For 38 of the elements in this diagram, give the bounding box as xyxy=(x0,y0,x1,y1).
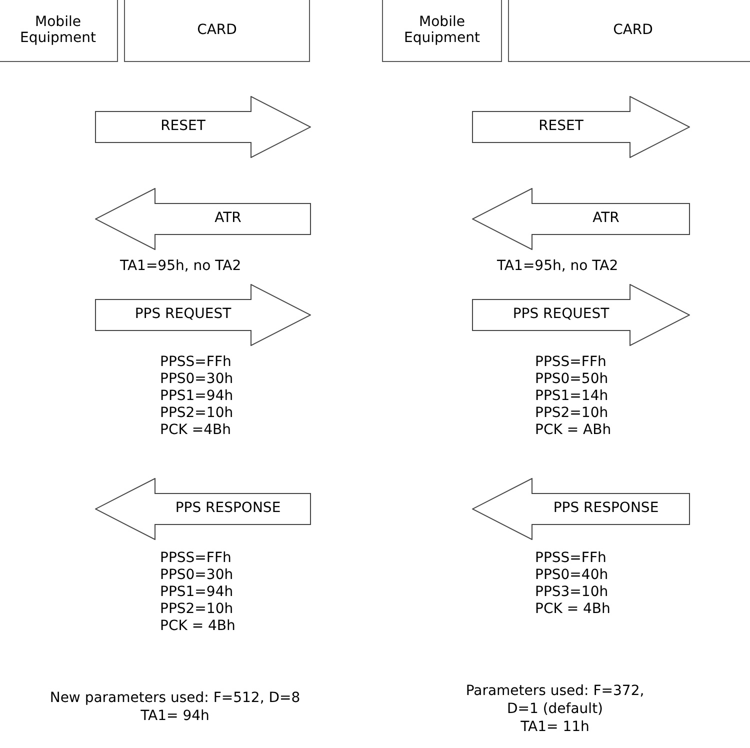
parameter-text: PPSS=FFh xyxy=(535,550,606,566)
parameter-text: PPS0=50h xyxy=(535,371,608,387)
right-pointing-message-banner: PPS REQUEST xyxy=(95,284,311,346)
left-pointing-message-banner: ATR xyxy=(95,188,311,250)
note-text: TA1= 94h xyxy=(140,708,210,724)
parameter-text: TA1=95h, no TA2 xyxy=(120,258,242,274)
note-text: New parameters used: F=512, D=8 xyxy=(48,690,302,706)
parameter-text: PPS2=10h xyxy=(160,405,234,421)
entity-box: Mobile Equipment xyxy=(0,0,118,62)
parameter-text: PPS1=14h xyxy=(535,388,608,404)
parameter-text: PCK =4Bh xyxy=(160,422,231,438)
parameter-text: PPSS=FFh xyxy=(160,550,232,566)
parameter-text: PPSS=FFh xyxy=(160,354,232,370)
parameter-text: PPS0=30h xyxy=(160,371,234,387)
parameter-text: TA1=95h, no TA2 xyxy=(497,258,618,274)
parameter-text: PPS2=10h xyxy=(160,601,234,617)
note-text: Parameters used: F=372, xyxy=(464,683,646,699)
right-pointing-message-banner: RESET xyxy=(472,96,690,158)
right-pointing-message-banner: PPS REQUEST xyxy=(472,284,690,346)
parameter-text: PCK = 4Bh xyxy=(160,618,236,634)
parameter-text: PCK = ABh xyxy=(535,422,612,438)
left-pointing-message-banner: PPS RESPONSE xyxy=(472,478,690,540)
entity-box: CARD xyxy=(508,0,750,62)
note-text: D=1 (default) xyxy=(506,701,604,717)
parameter-text: PCK = 4Bh xyxy=(535,601,610,617)
entity-box: Mobile Equipment xyxy=(382,0,502,62)
parameter-text: PPS1=94h xyxy=(160,388,234,404)
parameter-text: PPSS=FFh xyxy=(535,354,606,370)
entity-box: CARD xyxy=(124,0,310,62)
right-pointing-message-banner: RESET xyxy=(95,96,311,158)
note-text: TA1= 11h xyxy=(520,719,590,735)
parameter-text: PPS0=30h xyxy=(160,567,234,583)
parameter-text: PPS3=10h xyxy=(535,584,608,600)
parameter-text: PPS0=40h xyxy=(535,567,608,583)
left-pointing-message-banner: PPS RESPONSE xyxy=(95,478,311,540)
parameter-text: PPS2=10h xyxy=(535,405,608,421)
left-pointing-message-banner: ATR xyxy=(472,188,690,250)
parameter-text: PPS1=94h xyxy=(160,584,234,600)
